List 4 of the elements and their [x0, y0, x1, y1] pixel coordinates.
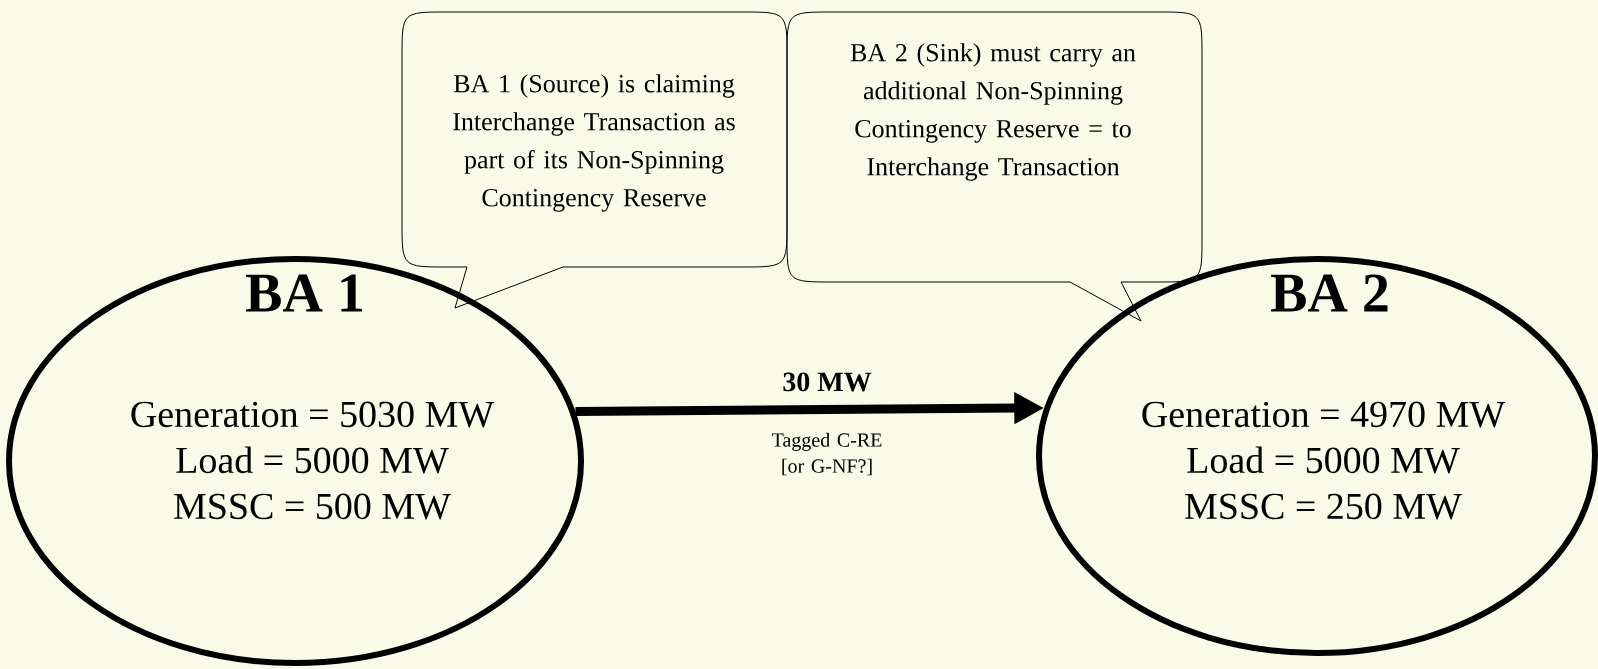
- speech-bubble: BA 2 (Sink) must carry an additional Non-Spinning Contingency Reserve = to Interchange Transaction: [786, 11, 1203, 322]
- speech-bubble: BA 1 (Source) is claiming Interchange Transaction as part of its Non-Spinning Contingency Reserve: [401, 11, 788, 309]
- edge-note: Tagged C-RE [or G-NF?]: [771, 432, 882, 476]
- edge-label: 30 MW: [780, 370, 874, 394]
